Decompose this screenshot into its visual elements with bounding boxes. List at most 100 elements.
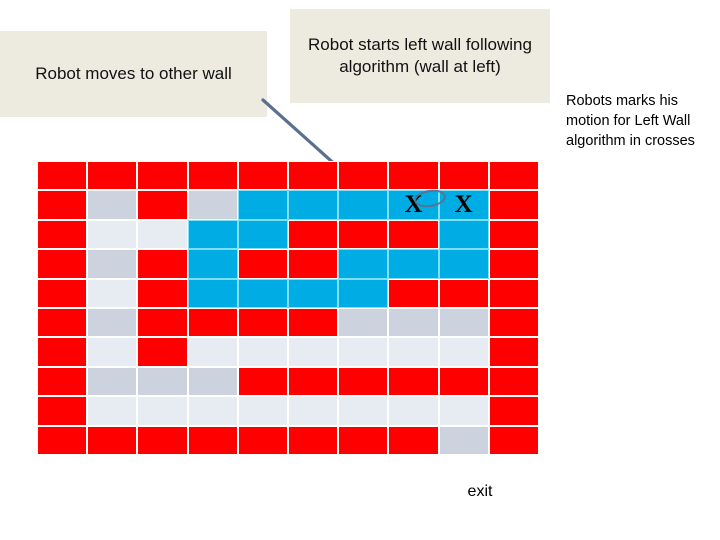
- maze-cell: [488, 337, 539, 367]
- maze-cell: [488, 366, 539, 397]
- maze-cell: [137, 307, 188, 338]
- maze-cell: [338, 190, 389, 220]
- exit-label: exit: [440, 483, 520, 501]
- maze-cell: [87, 425, 138, 455]
- maze-cell: [488, 161, 539, 191]
- maze-cell: [37, 190, 88, 220]
- maze-cell: [237, 337, 288, 367]
- maze-cell: [37, 396, 88, 426]
- maze-cell: [87, 366, 138, 397]
- maze-cell: [187, 219, 238, 250]
- maze-cell: [338, 278, 389, 308]
- maze-cell: [87, 278, 138, 308]
- maze-cell: [288, 425, 339, 455]
- maze-cell-mark: X: [404, 190, 423, 218]
- maze-cell: [388, 249, 439, 279]
- maze-cell: [187, 337, 238, 367]
- maze-cell: [187, 249, 238, 279]
- maze-cell: [187, 396, 238, 426]
- maze-cell: X: [438, 190, 489, 220]
- maze-cell: [438, 161, 489, 191]
- maze-cell: [488, 307, 539, 338]
- maze-cell: [388, 366, 439, 397]
- maze-cell: [187, 425, 238, 455]
- maze-cell: [37, 219, 88, 250]
- maze-cell: [388, 337, 439, 367]
- maze-cell: [137, 425, 188, 455]
- maze-cell: [37, 337, 88, 367]
- maze-cell: [338, 366, 389, 397]
- maze-cell: [338, 337, 389, 367]
- maze-cell: [187, 366, 238, 397]
- maze-cell: [37, 366, 88, 397]
- maze-cell: [87, 249, 138, 279]
- maze-cell: [288, 278, 339, 308]
- maze-cell: [237, 190, 288, 220]
- maze-cell: [338, 161, 389, 191]
- maze-cell: [237, 161, 288, 191]
- maze-cell: [438, 307, 489, 338]
- maze-cell: [438, 249, 489, 279]
- maze-cell: [237, 425, 288, 455]
- maze-cell: [137, 190, 188, 220]
- maze-cell: [338, 396, 389, 426]
- maze-cell: [438, 219, 489, 250]
- maze-cell: [37, 161, 88, 191]
- maze-cell: [37, 307, 88, 338]
- maze-cell: [338, 249, 389, 279]
- maze-cell: [488, 396, 539, 426]
- callout-top-text: Robot starts left wall following algorit…: [308, 35, 532, 76]
- maze-cell: [388, 278, 439, 308]
- maze-cell: [438, 396, 489, 426]
- maze-cell: [438, 425, 489, 455]
- maze-cell: [438, 337, 489, 367]
- note-robot-marks-motion: Robots marks his motion for Left Wall al…: [566, 92, 718, 152]
- maze-cell: [288, 337, 339, 367]
- maze-cell: [187, 278, 238, 308]
- maze-cell: [288, 190, 339, 220]
- maze-cell: [87, 161, 138, 191]
- maze-cell: [137, 219, 188, 250]
- maze-cell: [137, 161, 188, 191]
- maze-cell: [488, 249, 539, 279]
- maze-cell: X: [388, 190, 439, 220]
- maze-cell: [438, 366, 489, 397]
- maze-cell: [438, 278, 489, 308]
- maze-cell: [237, 219, 288, 250]
- maze-cell: [488, 425, 539, 455]
- callout-left-text: Robot moves to other wall: [35, 64, 232, 84]
- note-right-text: Robots marks his motion for Left Wall al…: [566, 93, 695, 149]
- callout-robot-starts-left-wall-following: Robot starts left wall following algorit…: [290, 9, 550, 103]
- maze-cell: [187, 307, 238, 338]
- maze-cell: [288, 161, 339, 191]
- maze-cell: [388, 396, 439, 426]
- maze-cell: [37, 425, 88, 455]
- maze-cell: [137, 249, 188, 279]
- maze-cell: [288, 307, 339, 338]
- maze-cell: [87, 219, 138, 250]
- maze-cell: [137, 278, 188, 308]
- maze-cell: [338, 219, 389, 250]
- maze-cell: [388, 161, 439, 191]
- exit-label-text: exit: [467, 483, 493, 500]
- maze-cell: [288, 249, 339, 279]
- maze-cell: [488, 190, 539, 220]
- maze-cell: [338, 307, 389, 338]
- maze-cell: [338, 425, 389, 455]
- maze-cell-mark: X: [454, 190, 473, 218]
- maze-cell: [488, 278, 539, 308]
- maze-cell: [187, 190, 238, 220]
- maze-cell: [288, 219, 339, 250]
- maze-cell: [87, 307, 138, 338]
- maze-cell: [37, 249, 88, 279]
- maze-cell: [388, 219, 439, 250]
- maze-cell: [87, 190, 138, 220]
- maze-cell: [388, 425, 439, 455]
- maze-cell: [137, 396, 188, 426]
- maze-cell: [237, 249, 288, 279]
- maze-cell: [237, 366, 288, 397]
- maze-cell: [237, 396, 288, 426]
- maze-cell: [237, 278, 288, 308]
